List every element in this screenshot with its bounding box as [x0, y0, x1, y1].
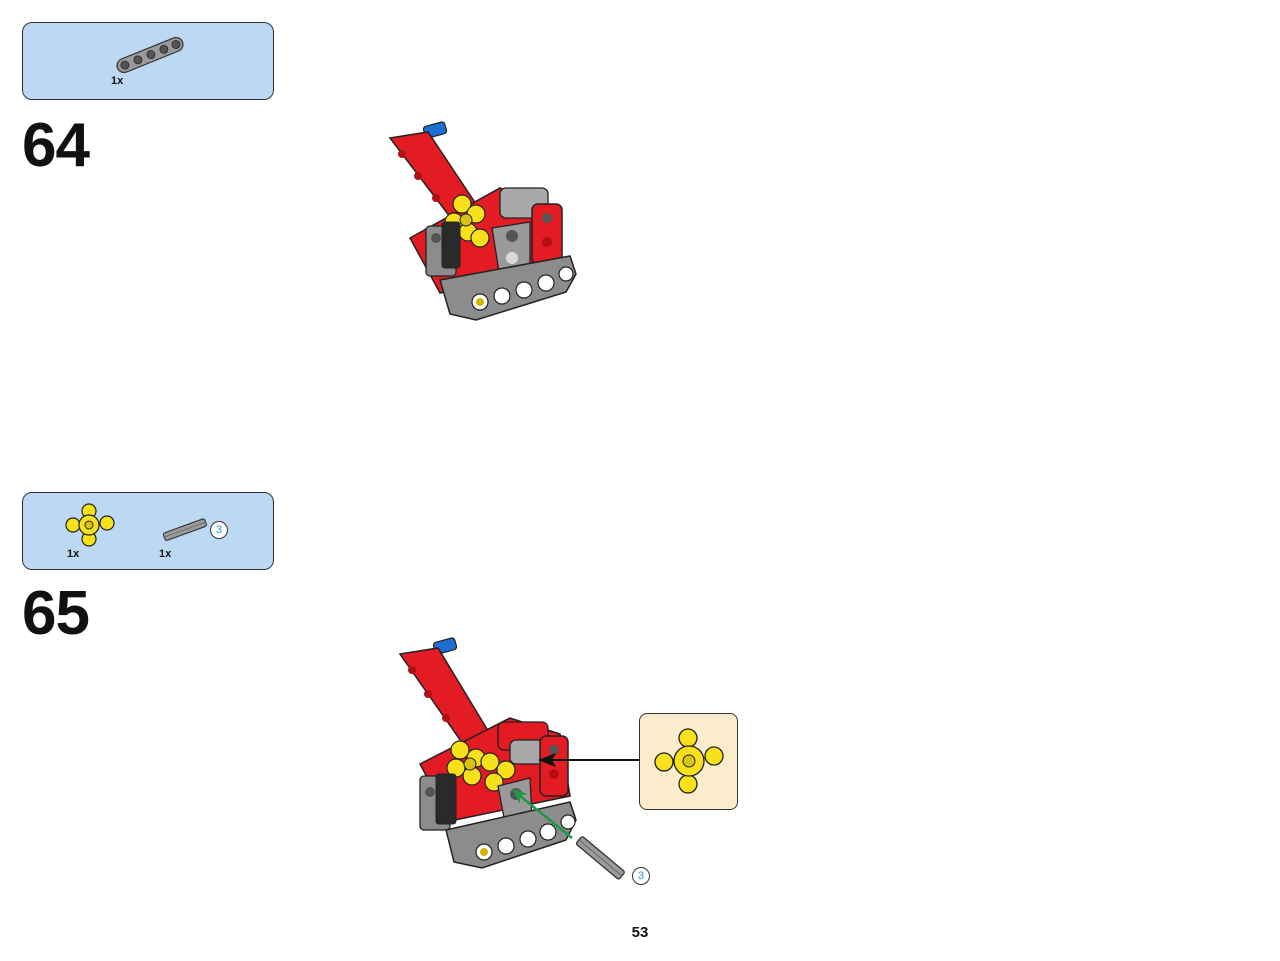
- page-number: 53: [631, 924, 649, 941]
- grey-axle-3-icon: [575, 836, 625, 880]
- axle-length-badge: 3: [210, 521, 228, 539]
- grey-axle-3-icon: [162, 518, 207, 541]
- model-assembly-step-65: [398, 637, 577, 869]
- part-quantity: 1x: [159, 548, 172, 560]
- parts-list-step-65: 1x 3 1x: [22, 492, 274, 570]
- grey-technic-beam-5-icon: [116, 36, 184, 74]
- axle-length-badge: 3: [632, 867, 650, 885]
- model-assembly-step-64: [388, 121, 577, 321]
- insert-arrow: [538, 753, 640, 767]
- step-number: 64: [22, 111, 90, 180]
- parts-list-step-64: 1x: [22, 22, 274, 100]
- sub-assembly-callout: [639, 713, 738, 810]
- axle-insert-arrow: [512, 789, 573, 839]
- yellow-connector-hub-icon: [654, 728, 724, 794]
- step-number: 65: [22, 579, 90, 648]
- part-quantity: 1x: [111, 75, 124, 87]
- part-quantity: 1x: [67, 548, 80, 560]
- yellow-connector-hub-icon: [65, 503, 115, 547]
